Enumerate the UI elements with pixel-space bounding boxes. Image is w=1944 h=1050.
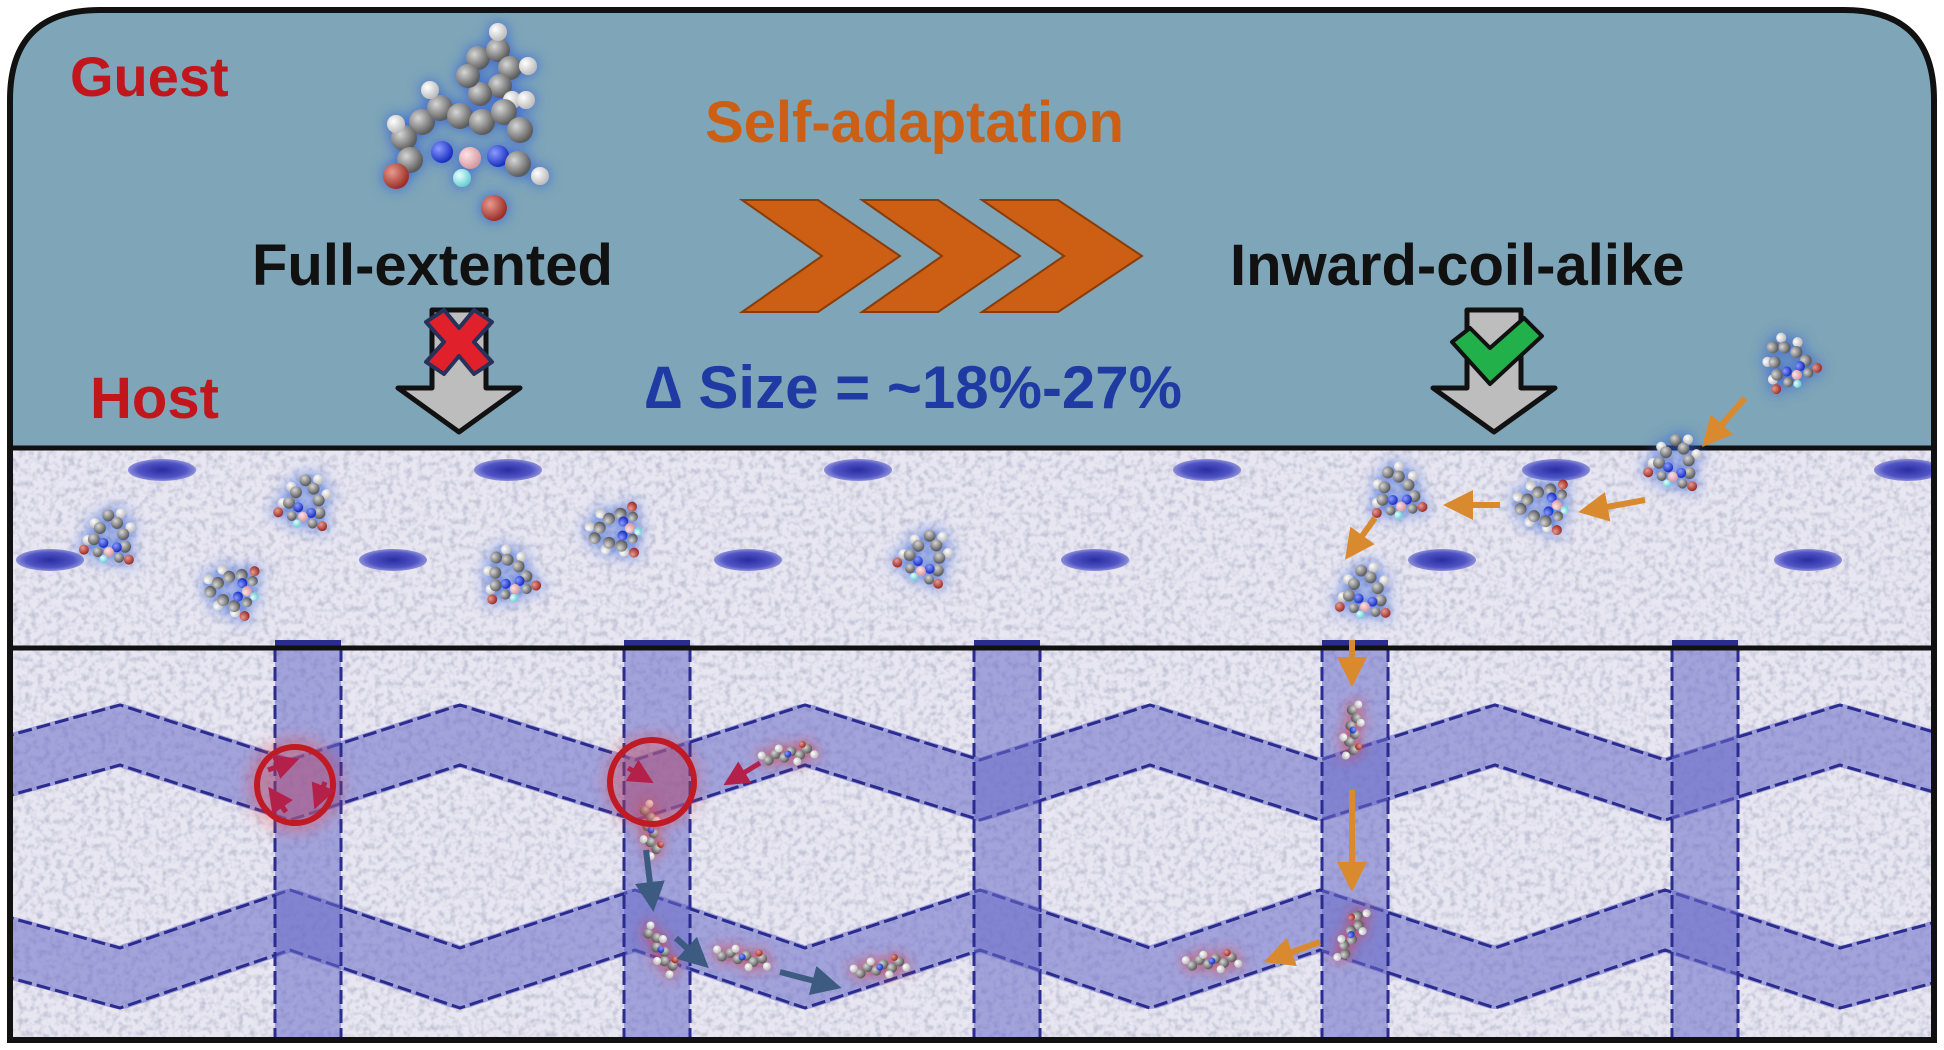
vertical-channels bbox=[273, 640, 1740, 1040]
surface-pores bbox=[16, 459, 1934, 571]
full-extended-label: Full-extented bbox=[252, 233, 613, 298]
blocked-site-left bbox=[247, 737, 343, 833]
delta-size-label: ∆ Size = ~18%-27% bbox=[645, 354, 1182, 421]
inward-coil-label: Inward-coil-alike bbox=[1230, 233, 1684, 298]
guest-label: Guest bbox=[70, 45, 229, 108]
reject-funnel bbox=[395, 307, 523, 435]
surface-layer bbox=[10, 448, 1934, 648]
orange-path-arrows bbox=[1263, 396, 1748, 967]
accept-funnel bbox=[1430, 307, 1558, 435]
green-check-icon bbox=[1450, 316, 1544, 386]
blocked-site-center bbox=[604, 734, 762, 830]
red-cross-icon bbox=[424, 308, 494, 376]
self-adaptation-label: Self-adaptation bbox=[705, 90, 1124, 155]
diagram-frame bbox=[7, 7, 1937, 1043]
blue-path-arrows bbox=[634, 849, 842, 995]
channel-layer bbox=[10, 640, 1934, 1040]
self-adaptation-chevrons bbox=[738, 199, 1144, 313]
host-label: Host bbox=[90, 366, 219, 431]
guest-molecule bbox=[383, 23, 549, 221]
